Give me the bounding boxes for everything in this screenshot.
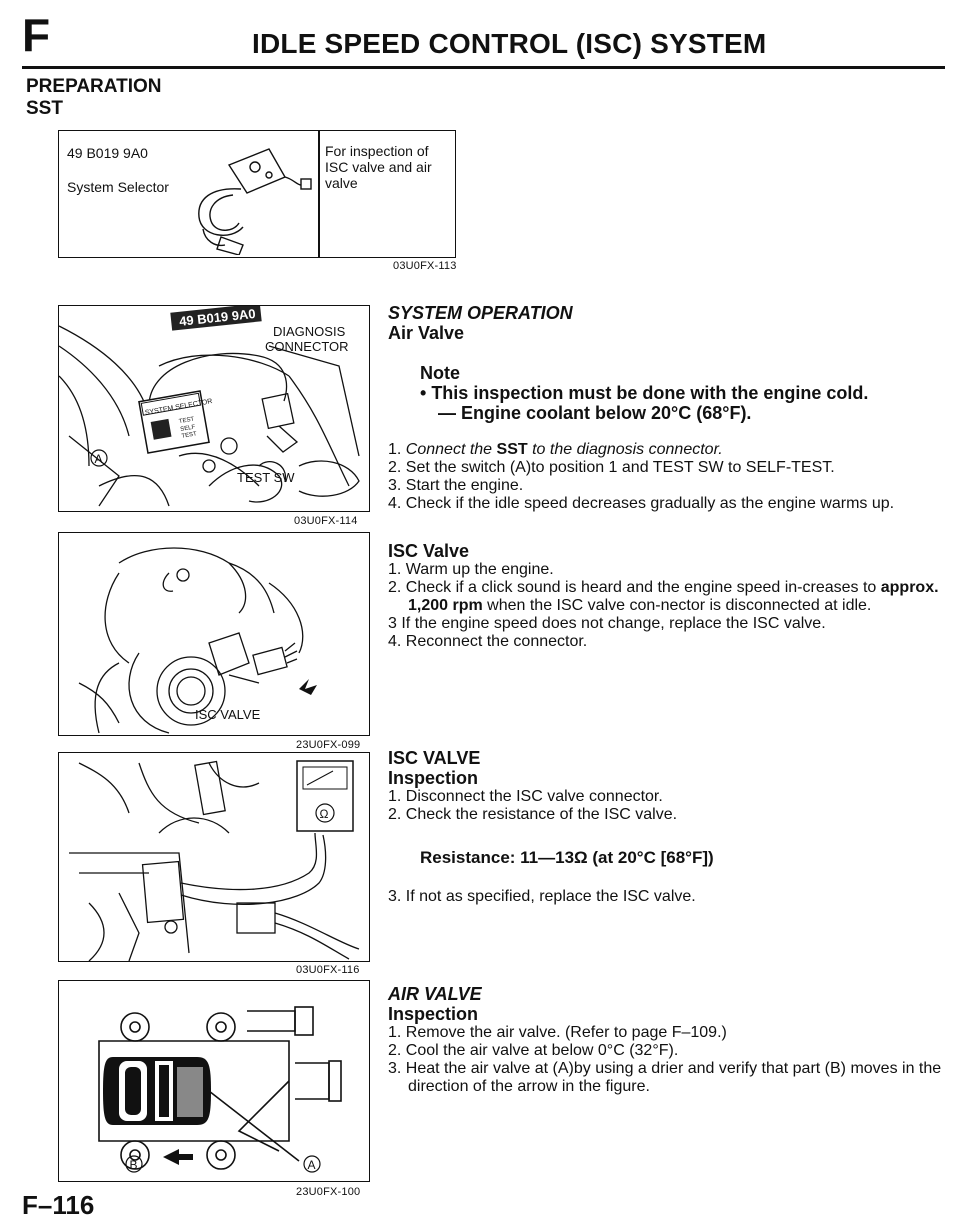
figure-code-100: 23U0FX-100 <box>296 1186 361 1198</box>
marker-a: A <box>557 1060 569 1077</box>
isc-step-4: 4. Reconnect the connector. <box>388 633 588 650</box>
sst-table-divider <box>318 131 320 257</box>
preparation-heading: PREPARATION SST <box>26 76 161 120</box>
selector-test2-label: TEST <box>181 431 197 440</box>
sst-tool-name: System Selector <box>67 179 169 195</box>
marker-b-label: B <box>130 1158 138 1172</box>
air-valve-illustration: B A <box>98 1006 342 1173</box>
resistance-check-illustration: Ω <box>69 760 360 961</box>
air-valve-step-3: 3. Start the engine. <box>388 477 524 494</box>
isc-inspection-step-2: 2. Check the resistance of the ISC valve… <box>388 806 678 823</box>
air-valve-step-1: 1. Connect the SST to the diagnosis conn… <box>388 441 723 458</box>
air-valve-inspection-heading: AIR VALVE <box>388 984 482 1004</box>
figure-resistance-check: Ω <box>58 752 370 962</box>
figure-isc-valve: ISC VALVE <box>58 532 370 736</box>
note-sub: — Engine coolant below 20°C (68°F). <box>438 403 752 423</box>
air-valve-steps: 1. Connect the SST to the diagnosis conn… <box>388 441 943 513</box>
connector-label-1: DIAGNOSIS <box>273 324 346 339</box>
diagnosis-connector-illustration: SYSTEM SELECTOR TEST SELF TEST 49 B019 9… <box>59 306 360 507</box>
marker-a: A <box>515 459 526 476</box>
sst-part-number: 49 B019 9A0 <box>67 145 148 161</box>
isc-step-3: 3 If the engine speed does not change, r… <box>388 615 826 632</box>
sst-usage: For inspection of ISC valve and air valv… <box>325 143 432 191</box>
air-valve-heading: Air Valve <box>388 323 465 343</box>
figure-diagnosis-connector: SYSTEM SELECTOR TEST SELF TEST 49 B019 9… <box>58 305 370 512</box>
isc-inspection-subheading: Inspection <box>388 768 479 788</box>
marker-b: B <box>830 1060 841 1077</box>
note-bullet-text: This inspection must be done with the en… <box>431 383 869 403</box>
sst-table: 49 B019 9A0 System Selector For inspecti… <box>58 130 456 258</box>
selector-self-label: SELF <box>180 424 196 433</box>
marker-a-label: A <box>308 1158 316 1172</box>
isc-valve-label: ISC VALVE <box>195 707 261 722</box>
system-operation-heading: SYSTEM OPERATION <box>388 303 573 323</box>
page-title: IDLE SPEED CONTROL (ISC) SYSTEM <box>252 28 767 59</box>
figure-code-116: 03U0FX-116 <box>296 964 360 976</box>
note-block: Note • This inspection must be done with… <box>420 363 943 423</box>
air-inspection-step-2: 2. Cool the air valve at below 0°C (32°F… <box>388 1042 679 1059</box>
ohm-symbol: Ω <box>320 807 329 821</box>
sst-title: SST <box>26 98 63 119</box>
header-rule <box>22 66 945 69</box>
isc-valve-illustration: ISC VALVE <box>78 547 317 734</box>
section-letter: F <box>22 9 51 61</box>
air-valve-step-4: 4. Check if the idle speed decreases gra… <box>388 495 895 512</box>
figure-code-113: 03U0FX-113 <box>393 260 457 272</box>
isc-step-1: 1. Warm up the engine. <box>388 561 554 578</box>
air-valve-step-2: 2. Set the switch (A)to position 1 and T… <box>388 459 835 476</box>
connector-label-2: CONNECTOR <box>265 339 349 354</box>
air-valve-inspection-section: AIR VALVE Inspection 1. Remove the air v… <box>388 984 943 1096</box>
figure-code-114: 03U0FX-114 <box>294 515 358 527</box>
air-inspection-step-1: 1. Remove the air valve. (Refer to page … <box>388 1024 727 1041</box>
system-operation-section: SYSTEM OPERATION Air Valve Note • This i… <box>388 303 943 651</box>
selector-test-label: TEST <box>179 416 195 425</box>
isc-inspection-step-1: 1. Disconnect the ISC valve connector. <box>388 788 663 805</box>
isc-valve-heading: ISC Valve <box>388 541 470 561</box>
isc-valve-inspection-section: ISC VALVE Inspection 1. Disconnect the I… <box>388 748 943 906</box>
system-selector-illustration <box>198 148 312 255</box>
resistance-spec: Resistance: 11—13Ω (at 20°C [68°F]) <box>420 848 714 867</box>
isc-step-2: 2. Check if a click sound is heard and t… <box>388 579 939 614</box>
preparation-title: PREPARATION <box>26 76 162 97</box>
figure-code-099: 23U0FX-099 <box>296 739 361 751</box>
air-valve-inspection-subheading: Inspection <box>388 1004 479 1024</box>
isc-inspection-step-3: 3. If not as specified, replace the ISC … <box>388 888 696 905</box>
test-sw-label: TEST SW <box>237 470 295 485</box>
marker-a-label: A <box>95 452 103 466</box>
note-bullet: • This inspection must be done with the … <box>420 383 869 403</box>
figure-air-valve: B A <box>58 980 370 1182</box>
isc-valve-inspection-heading: ISC VALVE <box>388 748 481 768</box>
note-label: Note <box>420 363 460 383</box>
air-inspection-step-3: 3. Heat the air valve at (A)by using a d… <box>388 1060 942 1095</box>
page-number: F–116 <box>22 1190 95 1220</box>
isc-valve-operation: ISC Valve 1. Warm up the engine. 2. Chec… <box>388 541 943 651</box>
